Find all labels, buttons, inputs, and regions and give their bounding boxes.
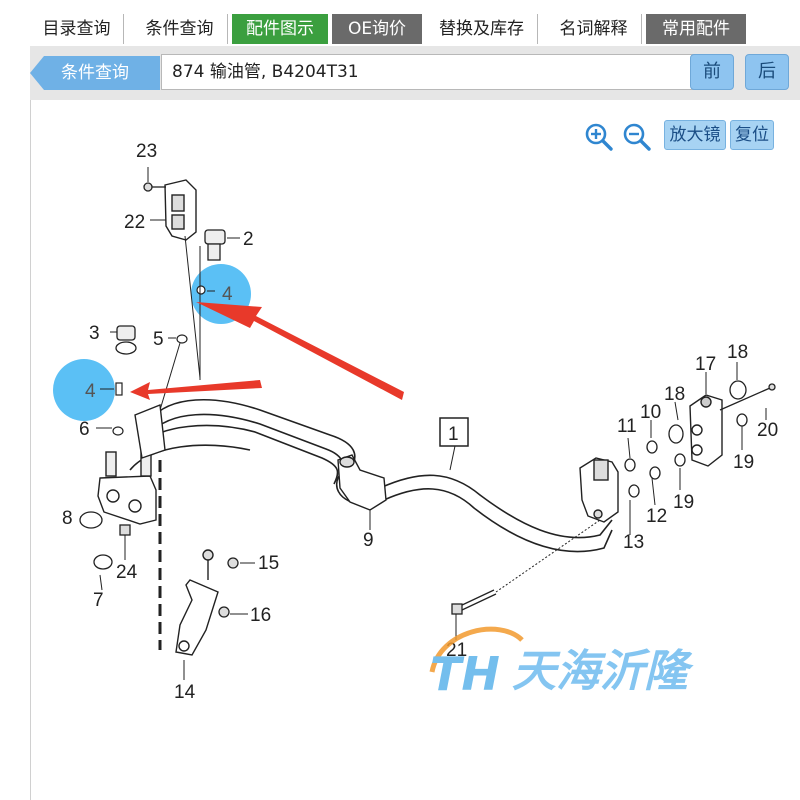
callout-5: 5 bbox=[153, 329, 164, 350]
callout-24: 24 bbox=[116, 562, 138, 583]
bracket-22[interactable] bbox=[164, 179, 197, 241]
seal-10[interactable] bbox=[646, 440, 658, 454]
part-select[interactable]: 874 输油管, B4204T31 ⌄ bbox=[161, 54, 707, 90]
callout-3: 3 bbox=[89, 323, 100, 344]
tab-glossary[interactable]: 名词解释 bbox=[546, 14, 642, 44]
bolt-23[interactable] bbox=[143, 182, 166, 192]
nut-24[interactable] bbox=[119, 524, 131, 536]
tab-oe-inquiry[interactable]: OE询价 bbox=[332, 14, 422, 44]
tab-common-parts[interactable]: 常用配件 bbox=[646, 14, 746, 44]
watermark-logo: TH 天海沂隆 bbox=[429, 626, 694, 701]
magnifier-button[interactable]: 放大镜 bbox=[664, 120, 726, 150]
bolt-15[interactable] bbox=[227, 557, 239, 569]
tab-bar: 目录查询 条件查询 配件图示 OE询价 替换及库存 名词解释 常用配件 bbox=[0, 0, 800, 46]
fitting-3[interactable] bbox=[115, 325, 137, 355]
toolbar: 条件查询 874 输油管, B4204T31 ⌄ 前 后 bbox=[30, 46, 800, 100]
callout-15: 15 bbox=[258, 553, 279, 574]
callout-23: 23 bbox=[136, 141, 157, 162]
o-ring-18-upper[interactable] bbox=[729, 380, 747, 400]
tab-replacement-stock[interactable]: 替换及库存 bbox=[426, 14, 538, 44]
tab-catalog-query[interactable]: 目录查询 bbox=[30, 14, 124, 44]
seal-6[interactable] bbox=[112, 426, 124, 436]
seal-19-a[interactable] bbox=[674, 453, 686, 467]
callout-18-upper: 18 bbox=[727, 342, 748, 363]
callout-12: 12 bbox=[646, 506, 667, 527]
callout-22: 22 bbox=[124, 212, 145, 233]
bolt-16[interactable] bbox=[218, 606, 230, 618]
bolt-21[interactable] bbox=[451, 519, 601, 615]
tab-condition-query[interactable]: 条件查询 bbox=[132, 14, 228, 44]
next-button[interactable]: 后 bbox=[745, 54, 789, 90]
callout-19-lower: 19 bbox=[673, 492, 694, 513]
callout-16: 16 bbox=[250, 605, 271, 626]
o-ring-7[interactable] bbox=[93, 554, 113, 570]
callout-1: 1 bbox=[448, 424, 459, 445]
callout-4-lower: 4 bbox=[85, 381, 96, 402]
back-to-condition-query-button[interactable]: 条件查询 bbox=[30, 56, 160, 90]
callout-4-upper: 4 bbox=[222, 284, 233, 305]
callout-10: 10 bbox=[640, 402, 661, 423]
seal-4-lower[interactable] bbox=[115, 382, 123, 396]
callout-box-1 bbox=[439, 417, 469, 447]
highlight-circle-lower bbox=[53, 359, 115, 421]
valve-block-13[interactable] bbox=[579, 457, 619, 523]
bolt-20[interactable] bbox=[719, 383, 776, 411]
watermark-logo-text: TH bbox=[430, 647, 500, 701]
zoom-in-icon[interactable] bbox=[584, 122, 614, 152]
callout-13: 13 bbox=[623, 532, 644, 553]
seal-4-upper[interactable] bbox=[196, 285, 206, 295]
callout-11: 11 bbox=[617, 416, 637, 437]
zoom-out-icon[interactable] bbox=[622, 122, 652, 152]
callout-17: 17 bbox=[695, 354, 716, 375]
bracket-14[interactable] bbox=[175, 549, 219, 656]
callout-labels: 23 22 2 4 3 5 4 6 8 24 7 15 16 14 9 1 21… bbox=[62, 141, 778, 703]
seal-12[interactable] bbox=[649, 466, 661, 480]
reset-button[interactable]: 复位 bbox=[730, 120, 774, 150]
connector-block[interactable] bbox=[97, 404, 166, 525]
block-17[interactable] bbox=[689, 394, 723, 467]
leader-lines bbox=[80, 167, 767, 680]
seal-11[interactable] bbox=[624, 458, 636, 472]
red-arrows bbox=[130, 302, 404, 400]
seal-5[interactable] bbox=[176, 334, 188, 344]
seal-19[interactable] bbox=[736, 413, 748, 427]
fitting-2[interactable] bbox=[204, 229, 226, 261]
seal-12-a[interactable] bbox=[628, 484, 640, 498]
watermark-brand-text: 天海沂隆 bbox=[512, 646, 694, 697]
part-select-value: 874 输油管, B4204T31 bbox=[172, 62, 359, 82]
callout-6: 6 bbox=[79, 419, 90, 440]
clip-9[interactable] bbox=[337, 454, 387, 511]
callout-2: 2 bbox=[243, 229, 254, 250]
callout-8: 8 bbox=[62, 508, 73, 529]
callout-14: 14 bbox=[174, 682, 196, 703]
callout-7: 7 bbox=[93, 590, 104, 611]
tab-parts-diagram[interactable]: 配件图示 bbox=[232, 14, 328, 44]
callout-9: 9 bbox=[363, 530, 374, 551]
callout-19-upper: 19 bbox=[733, 452, 754, 473]
o-ring-8[interactable] bbox=[79, 511, 103, 529]
o-ring-18-lower[interactable] bbox=[668, 424, 684, 444]
callout-20: 20 bbox=[757, 420, 778, 441]
callout-21: 21 bbox=[446, 640, 467, 661]
callout-18-lower: 18 bbox=[664, 384, 685, 405]
prev-button[interactable]: 前 bbox=[690, 54, 734, 90]
